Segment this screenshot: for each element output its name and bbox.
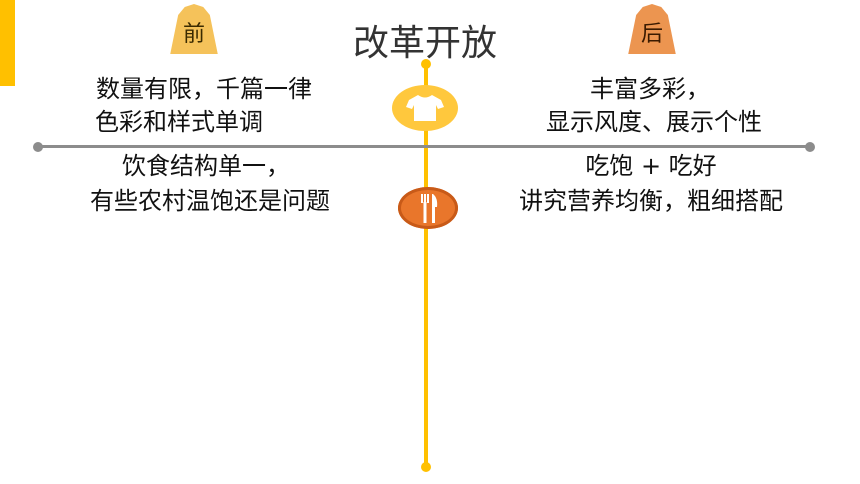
clothing-before-line-1: 数量有限，千篇一律	[96, 75, 312, 103]
accent-bar	[0, 0, 15, 86]
food-before-line-2: 有些农村温饱还是问题	[90, 187, 330, 215]
horizontal-axis-right-dot	[805, 142, 815, 152]
vertical-axis-top-dot	[421, 59, 431, 69]
diagram-title: 改革开放	[352, 23, 497, 64]
clothing-after-line-2: 显示风度、展示个性	[546, 108, 762, 136]
food-after-line-2: 讲究营养均衡，粗细搭配	[519, 187, 783, 215]
food-before-line-1: 饮食结构单一，	[122, 152, 290, 180]
clothing-before-line-2: 色彩和样式单调	[95, 108, 263, 136]
vertical-axis-bottom-dot	[421, 462, 431, 472]
before-label: 前	[182, 22, 205, 47]
after-badge: 后	[628, 4, 676, 54]
shirt-icon	[392, 85, 458, 131]
horizontal-axis	[38, 145, 810, 148]
vertical-axis	[424, 63, 428, 469]
clothing-after-line-1: 丰富多彩，	[590, 75, 710, 103]
after-label: 后	[640, 22, 663, 47]
before-badge: 前	[170, 4, 218, 54]
horizontal-axis-left-dot	[33, 142, 43, 152]
food-after-line-1: 吃饱 + 吃好	[585, 152, 717, 180]
fork-knife-icon	[398, 187, 458, 229]
